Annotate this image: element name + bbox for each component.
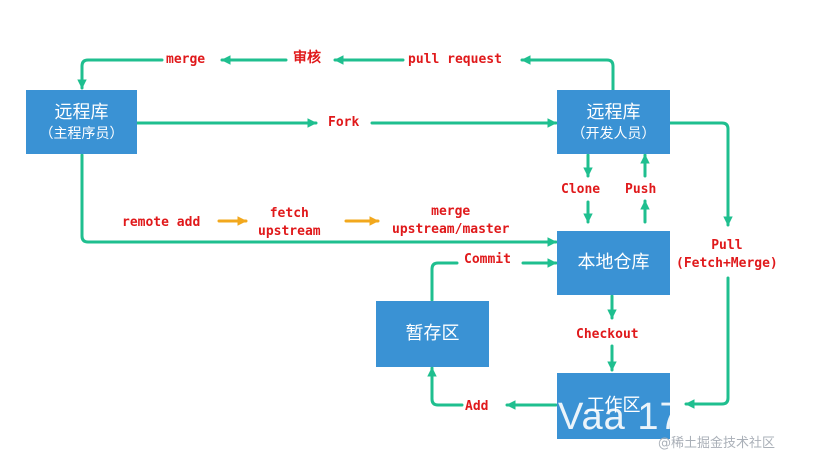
arrow-add-2 (427, 366, 464, 407)
arrow-pull-2 (684, 276, 730, 409)
local-repo-title: 本地仓库 (577, 252, 650, 274)
workspace-box: 工作区 (557, 373, 670, 439)
label-checkout: Checkout (576, 327, 639, 342)
remote-maintainer-title: 远程库 (54, 102, 109, 124)
watermark-site: @稀土掘金技术社区 (658, 436, 776, 451)
label-fetch-upstream: fetch upstream (258, 206, 321, 239)
workspace-title: 工作区 (586, 395, 641, 417)
label-remote-add: remote add (122, 215, 201, 230)
label-review: 审核 (293, 50, 321, 66)
remote-dev-box: 远程库 （开发人员） (557, 90, 670, 154)
stage-box: 暂存区 (376, 301, 489, 367)
local-repo-box: 本地仓库 (557, 231, 670, 295)
label-fork: Fork (328, 115, 360, 130)
watermark-overlay: Vaa 17 (558, 396, 682, 438)
label-clone: Clone (561, 182, 601, 197)
label-pull: Pull (Fetch+Merge) (676, 238, 778, 271)
arrow-pull-1 (668, 121, 733, 227)
remote-dev-subtitle: （开发人员） (571, 125, 656, 142)
label-pull-request: pull request (408, 52, 502, 67)
label-commit: Commit (464, 252, 511, 267)
arrow-merge-down (77, 58, 164, 90)
label-add: Add (465, 399, 489, 414)
stage-title: 暂存区 (405, 323, 460, 345)
label-merge: merge (166, 52, 206, 67)
arrow-commit-1 (430, 261, 459, 302)
remote-dev-title: 远程库 (586, 102, 641, 124)
arrow-remote-to-local (80, 153, 558, 247)
arrow-pull-request (520, 55, 615, 92)
label-merge-upstream: merge upstream/master (392, 204, 510, 237)
label-push: Push (625, 182, 657, 197)
remote-maintainer-box: 远程库 （主程序员） (26, 90, 137, 154)
remote-maintainer-subtitle: （主程序员） (39, 125, 124, 142)
